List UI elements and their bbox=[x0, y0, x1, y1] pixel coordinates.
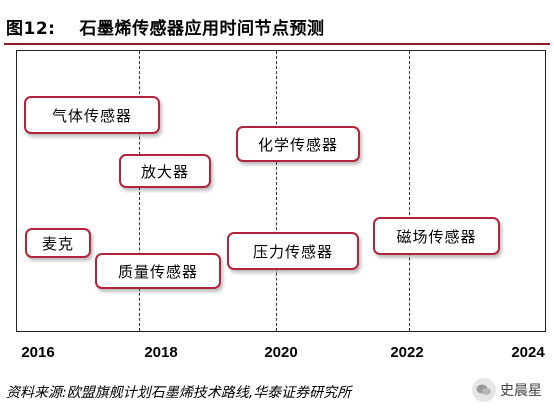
year-label-2020: 2020 bbox=[264, 344, 298, 361]
item-mass-sensor: 质量传感器 bbox=[95, 253, 221, 289]
watermark: 史晨星 bbox=[472, 378, 542, 402]
year-label-2018: 2018 bbox=[144, 344, 178, 361]
watermark-text: 史晨星 bbox=[500, 383, 542, 399]
figure-label: 图12: bbox=[6, 19, 56, 39]
year-label-2016: 2016 bbox=[21, 344, 55, 361]
year-label-2024: 2024 bbox=[511, 344, 545, 361]
timeline-frame bbox=[16, 50, 546, 332]
gridline-2020 bbox=[276, 51, 277, 331]
gridline-2022 bbox=[409, 51, 410, 331]
item-magnetic-sensor: 磁场传感器 bbox=[373, 217, 500, 255]
item-gas-sensor: 气体传感器 bbox=[24, 96, 160, 134]
figure-title-text: 石墨烯传感器应用时间节点预测 bbox=[79, 19, 325, 39]
item-chemical-sensor: 化学传感器 bbox=[236, 126, 360, 162]
gridline-2018 bbox=[139, 51, 140, 331]
item-pressure-sensor: 压力传感器 bbox=[227, 232, 359, 270]
title-rule bbox=[4, 43, 550, 45]
item-microphone: 麦克 bbox=[25, 228, 91, 258]
figure-title: 图12: 石墨烯传感器应用时间节点预测 bbox=[6, 14, 324, 39]
source-note: 资料来源:欧盟旗舰计划石墨烯技术路线,华泰证券研究所 bbox=[6, 385, 352, 401]
wechat-icon bbox=[472, 378, 496, 402]
year-label-2022: 2022 bbox=[390, 344, 424, 361]
item-amplifier: 放大器 bbox=[119, 154, 211, 188]
